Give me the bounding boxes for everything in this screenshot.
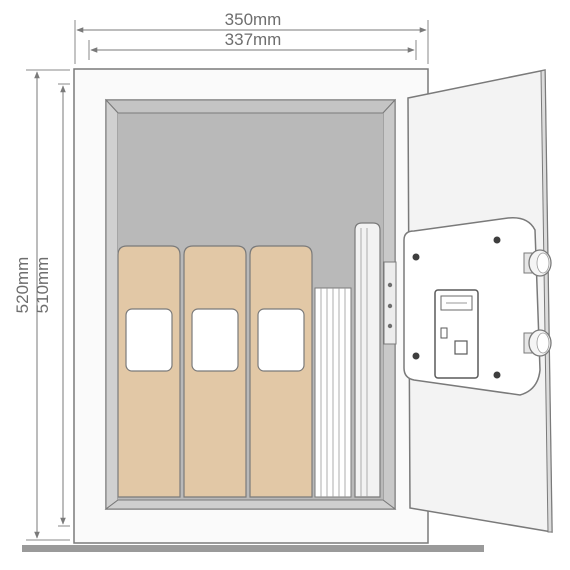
screw-icon	[412, 253, 420, 261]
outer-width-label: 350mm	[225, 10, 282, 29]
bolt-icon	[523, 249, 552, 277]
outer-height-label: 520mm	[13, 257, 32, 314]
hinge-icon	[383, 261, 397, 345]
inner-height-label: 510mm	[33, 257, 52, 314]
floor-line	[22, 545, 484, 552]
screw-icon	[493, 371, 501, 379]
paper-stack	[314, 287, 352, 498]
binder	[117, 245, 181, 498]
binder	[249, 245, 313, 498]
fingerprint-icon	[454, 340, 468, 355]
outer-height-dimension: 520mm	[13, 69, 70, 541]
inner-width-label: 337mm	[225, 30, 282, 49]
bolt-icon	[523, 329, 552, 357]
sensor-button-icon	[440, 327, 448, 339]
tall-folder	[354, 222, 381, 498]
inner-height-dimension: 510mm	[33, 83, 70, 527]
keypad-icon	[434, 289, 479, 379]
binder	[183, 245, 247, 498]
outer-width-dimension: 350mm	[74, 10, 429, 64]
inner-width-dimension: 337mm	[88, 30, 417, 60]
screw-icon	[493, 236, 501, 244]
screw-icon	[412, 352, 420, 360]
